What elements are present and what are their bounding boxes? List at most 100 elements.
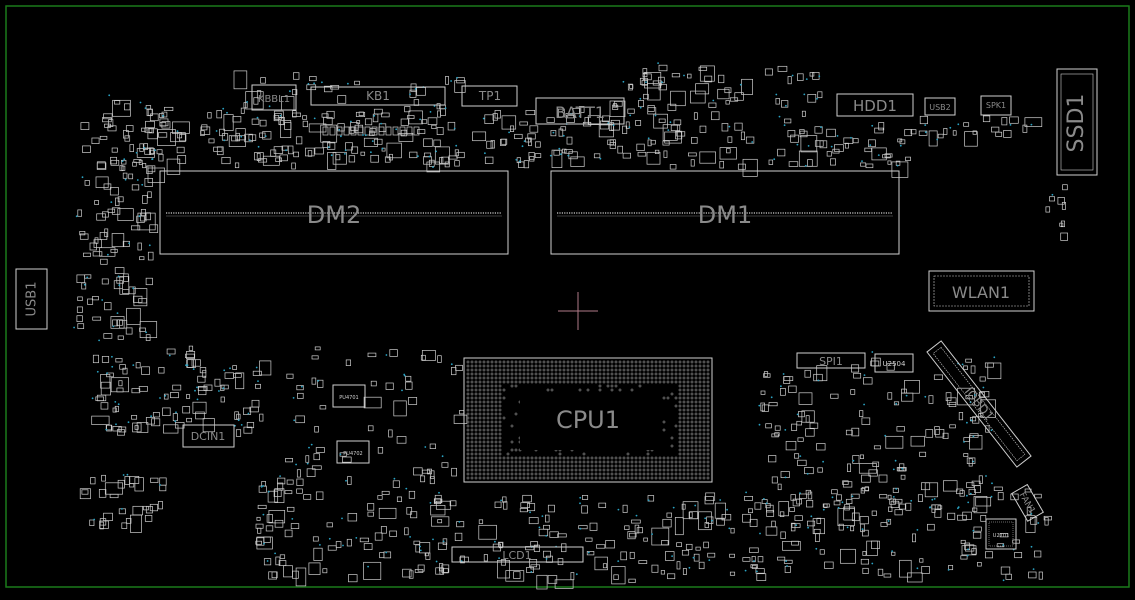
bga-ball: [490, 376, 494, 380]
bga-ball: [474, 444, 478, 448]
dm1-slot[interactable]: DM1: [550, 170, 900, 255]
via: [395, 128, 398, 131]
smd-footprint: [377, 447, 384, 454]
u2504-chip[interactable]: U2504: [874, 353, 914, 373]
smd-footprint: [124, 476, 130, 485]
bga-ball: [618, 372, 622, 376]
smd-footprint: [456, 521, 465, 528]
dcin1-connector[interactable]: DCIN1: [182, 424, 235, 448]
bga-ball: [610, 464, 614, 468]
bga-ball: [594, 472, 598, 476]
bga-ball: [638, 376, 642, 380]
kbbl1-connector[interactable]: KBBL1: [251, 84, 297, 111]
smd-footprint: [613, 101, 623, 107]
smd-footprint: [969, 417, 977, 422]
dm2-slot[interactable]: DM2: [159, 170, 509, 255]
smd-footprint: [451, 367, 457, 376]
wlan1-connector[interactable]: WLAN1: [928, 270, 1035, 312]
via: [118, 284, 121, 287]
spi1-chip[interactable]: SPI1: [796, 352, 866, 369]
smd-footprint: [969, 435, 983, 450]
smd-footprint: [109, 493, 119, 499]
via: [215, 130, 218, 132]
smd-footprint: [699, 65, 715, 82]
smd-footprint: [345, 142, 353, 151]
smd-footprint: [742, 557, 751, 562]
smd-footprint: [777, 65, 788, 72]
smd-footprint: [79, 488, 91, 500]
smd-footprint: [256, 516, 261, 521]
smd-footprint: [937, 505, 943, 510]
smd-footprint: [832, 148, 840, 154]
bga-ball: [614, 380, 618, 384]
bga-ball: [526, 380, 530, 384]
tp1-connector[interactable]: TP1: [461, 85, 518, 107]
smd-footprint: [845, 498, 853, 504]
via: [704, 517, 707, 520]
u2701-chip[interactable]: U2701: [985, 518, 1017, 550]
bga-ball: [630, 388, 634, 392]
smd-footprint: [104, 228, 109, 238]
bga-ball: [478, 472, 482, 476]
via: [279, 475, 281, 477]
batt1-connector[interactable]: BATT1: [535, 97, 625, 125]
bga-ball: [510, 364, 514, 368]
bga-ball: [494, 476, 498, 480]
spk1-connector[interactable]: SPK1: [980, 95, 1012, 116]
via: [108, 94, 111, 97]
cpu1-package[interactable]: CPU1: [463, 357, 713, 483]
smd-footprint: [729, 97, 739, 102]
smd-footprint: [883, 573, 892, 578]
lcd1-connector[interactable]: LCD1: [451, 546, 584, 563]
smd-footprint: [817, 91, 823, 99]
bga-ball: [702, 364, 706, 368]
bga-ball: [690, 468, 694, 472]
via: [877, 154, 880, 157]
via: [81, 176, 84, 179]
bga-ball: [638, 372, 642, 376]
bga-ball: [550, 468, 554, 472]
bga-ball: [706, 420, 710, 424]
pu4702-chip[interactable]: PU4702: [336, 440, 370, 464]
hdd1-connector[interactable]: HDD1: [836, 93, 914, 117]
smd-footprint: [804, 369, 811, 378]
smd-footprint: [670, 124, 681, 131]
smd-footprint: [284, 529, 293, 538]
bga-ball: [498, 476, 502, 480]
smd-footprint: [408, 110, 423, 125]
bga-ball: [554, 372, 558, 376]
smd-footprint: [112, 426, 122, 432]
smd-footprint: [525, 110, 536, 116]
bga-ball: [610, 380, 614, 384]
ssd1-connector[interactable]: SSD1: [1056, 68, 1098, 176]
bga-ball: [598, 388, 602, 392]
via: [891, 550, 893, 552]
kb1-connector[interactable]: KB1: [310, 86, 446, 106]
bga-ball: [682, 416, 686, 420]
bga-ball: [522, 468, 526, 472]
smd-footprint: [594, 556, 608, 571]
bga-ball: [618, 364, 622, 368]
bga-ball: [682, 372, 686, 376]
pu4701-chip[interactable]: PU4701: [332, 384, 366, 408]
usb2-connector[interactable]: USB2: [924, 97, 956, 116]
bga-ball: [474, 440, 478, 444]
smd-footprint: [681, 549, 690, 556]
bga-ball: [606, 468, 610, 472]
bga-ball: [670, 376, 674, 380]
bga-ball: [698, 436, 702, 440]
bga-ball: [482, 428, 486, 432]
via: [268, 105, 271, 108]
usb1-connector[interactable]: USB1: [15, 268, 48, 330]
smd-footprint: [896, 467, 907, 472]
bga-ball: [490, 460, 494, 464]
bga-ball: [474, 416, 478, 420]
bga-ball: [486, 376, 490, 380]
smd-footprint: [396, 436, 407, 444]
via: [775, 93, 778, 96]
bga-ball: [502, 368, 506, 372]
smd-footprint: [337, 95, 347, 104]
bga-ball: [658, 468, 662, 472]
smd-footprint: [263, 536, 271, 543]
iobd1-connector[interactable]: IOBD1: [926, 340, 1032, 468]
